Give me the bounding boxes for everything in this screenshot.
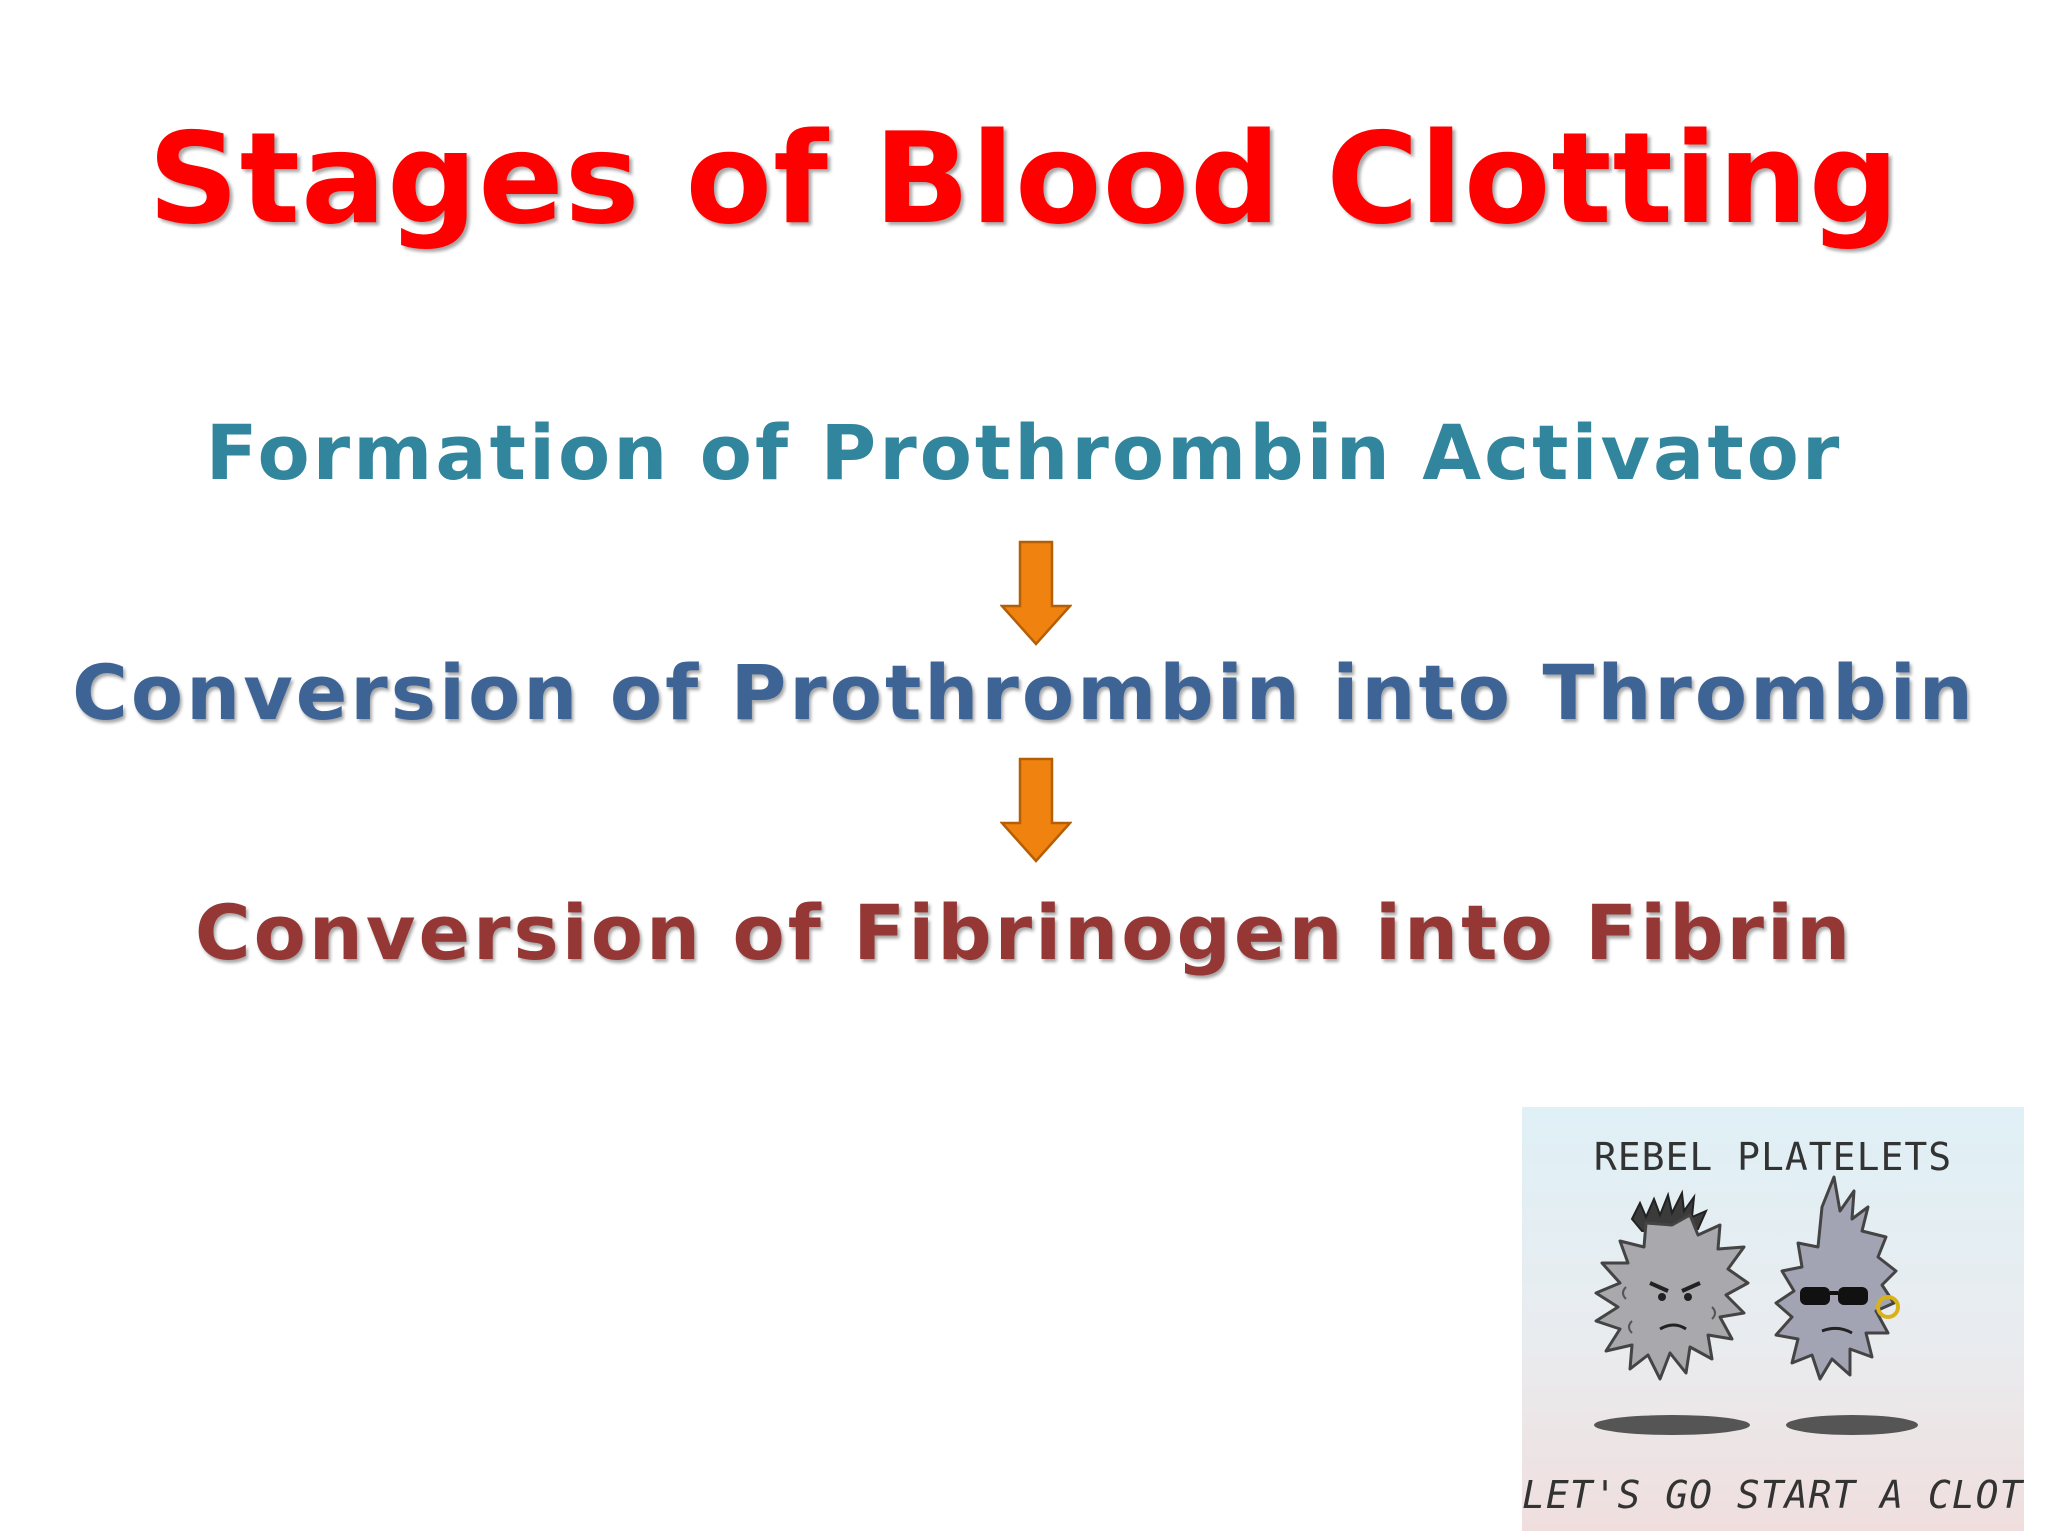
- cartoon-bottom-caption: LET'S GO START A CLOT!: [1522, 1473, 2024, 1517]
- sunglasses-platelet-icon: [1774, 1175, 1900, 1381]
- down-arrow-icon: [1000, 540, 1072, 646]
- stage-3-label: Conversion of Fibrinogen into Fibrin: [194, 888, 1854, 977]
- platelet-characters-illustration: [1594, 1175, 1918, 1435]
- mohawk-platelet-icon: [1594, 1189, 1750, 1381]
- cartoon-top-caption: REBEL PLATELETS: [1593, 1135, 1953, 1179]
- rebel-platelets-cartoon: REBEL PLATELETS LET'S GO START A CLOT!: [1522, 1107, 2024, 1531]
- slide-title: Stages of Blood Clotting: [148, 105, 1900, 252]
- stage-2-label: Conversion of Prothrombin into Thrombin: [72, 648, 1976, 737]
- down-arrow-icon: [1000, 757, 1072, 863]
- stage-1-label: Formation of Prothrombin Activator: [205, 408, 1843, 497]
